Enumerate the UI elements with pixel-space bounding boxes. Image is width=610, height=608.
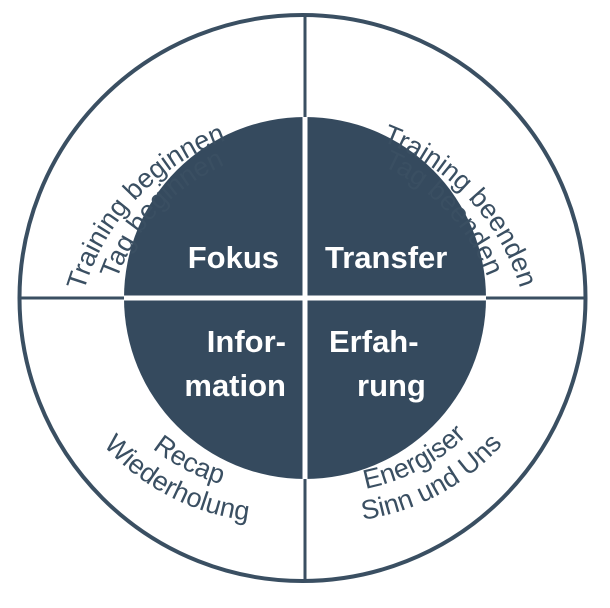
quadrant-label-information-line2: mation	[184, 368, 286, 403]
quadrant-label-information-line1: Infor-	[207, 324, 286, 359]
quadrant-label-transfer: Transfer	[325, 240, 447, 275]
quadrant-label-fokus: Fokus	[188, 240, 279, 275]
quadrant-label-erfahrung-line2: rung	[357, 368, 426, 403]
quadrant-label-erfahrung-line1: Erfah-	[329, 324, 419, 359]
